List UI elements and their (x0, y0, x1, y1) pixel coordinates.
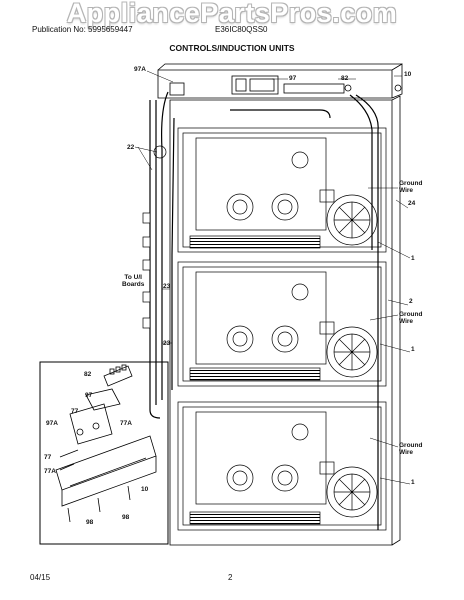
inset-detail-box (39, 361, 169, 545)
label-ground-wire-2: Ground Wire (399, 311, 423, 325)
callout-23-b: 23 (163, 340, 171, 347)
label-to-ui-boards: To U/I Boards (122, 274, 145, 288)
callout-1-c: 1 (411, 479, 415, 486)
wiring-harness (149, 91, 379, 530)
publication-number: Publication No: 5995659447 (32, 25, 133, 34)
diagram-title: CONTROLS/INDUCTION UNITS (169, 43, 295, 53)
callout-97a-top: 97A (134, 66, 146, 73)
watermark: AppliancePartsPros.com (66, 0, 398, 28)
induction-unit-1 (177, 127, 387, 253)
callout-24: 24 (408, 200, 416, 207)
callout-10-top: 10 (404, 71, 412, 78)
label-ground-wire-1: Ground Wire (399, 180, 423, 194)
induction-unit-2 (177, 261, 387, 387)
ui-board-connectors (142, 145, 167, 329)
callout-1-a: 1 (411, 255, 415, 262)
inset-callout-98-left: 98 (86, 519, 94, 526)
top-control-bracket (157, 63, 403, 99)
model-number: E36IC80QSS0 (215, 25, 268, 34)
inset-callout-77a-left: 77A (44, 468, 56, 475)
inset-callout-82: 82 (84, 371, 92, 378)
callout-2: 2 (409, 298, 413, 305)
cabinet-frame (169, 95, 401, 546)
inset-callout-77a-right: 77A (120, 420, 132, 427)
callout-23-a: 23 (163, 283, 171, 290)
label-ground-wire-3: Ground Wire (399, 442, 423, 456)
callout-82-top: 82 (341, 75, 349, 82)
inset-callout-77-left: 77 (44, 454, 52, 461)
inset-callout-97: 97 (85, 392, 93, 399)
inset-callout-10: 10 (141, 486, 149, 493)
inset-callout-97a: 97A (46, 420, 58, 427)
callout-22: 22 (127, 144, 135, 151)
induction-unit-3 (177, 401, 387, 531)
inset-callout-77-a: 77 (71, 408, 79, 415)
leader-lines (134, 70, 411, 485)
inset-callout-98-right: 98 (122, 514, 130, 521)
footer-date: 04/15 (30, 573, 51, 582)
callout-1-b: 1 (411, 346, 415, 353)
callout-97-top: 97 (289, 75, 297, 82)
page-number: 2 (228, 573, 233, 582)
